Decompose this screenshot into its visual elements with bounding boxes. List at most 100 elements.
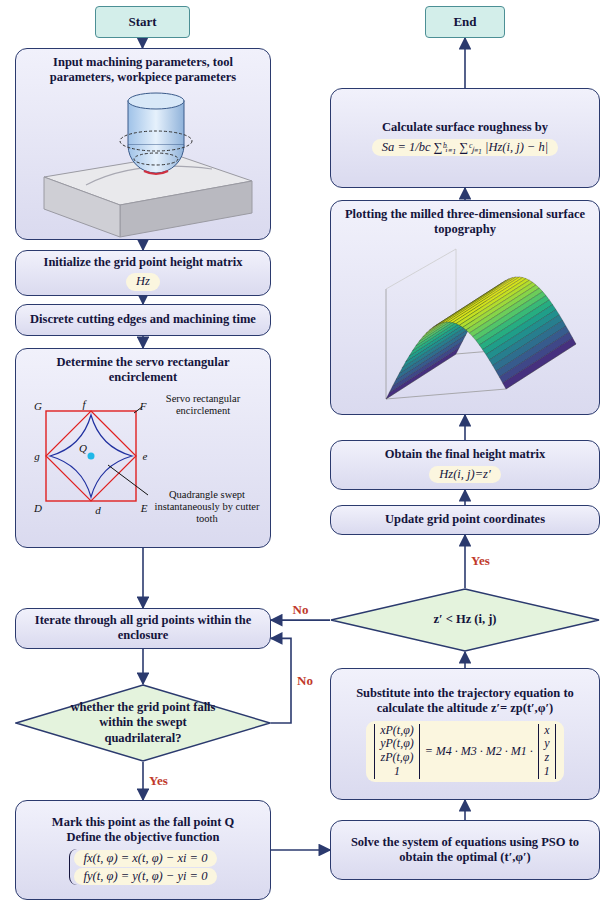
plot-axis [386, 249, 456, 289]
node-text: Calculate surface roughness by [382, 120, 548, 135]
plot-axis [386, 289, 387, 399]
point-q [88, 453, 95, 460]
surface-strip [503, 338, 576, 389]
surface-mesh [386, 277, 576, 399]
node-text: Update grid point coordinates [385, 512, 545, 527]
node-text: Substitute into the trajectory equation … [337, 686, 593, 717]
column-vector: xP(t,φ)yP(t,φ)zP(t,φ)1 [374, 724, 420, 779]
flow-arrow [142, 336, 144, 348]
point-letter: F [140, 400, 147, 413]
point-letter: Q [79, 442, 87, 455]
point-letter: d [95, 504, 101, 517]
process-box: Input machining parameters, tool paramet… [15, 48, 271, 240]
node-text: Mark this point as the fall point Q [52, 815, 234, 830]
node-text: Input machining parameters, tool paramet… [22, 55, 264, 86]
flow-arrow [464, 800, 466, 820]
vector-entry: yP(t,φ) [380, 737, 414, 751]
node-text: Discrete cutting edges and machining tim… [30, 312, 256, 327]
servo-rectangle [46, 411, 136, 501]
branch-label: No [291, 603, 311, 617]
matrix-equation: xP(t,φ)yP(t,φ)zP(t,φ)1= M4 · M3 · M2 · M… [366, 721, 564, 782]
flow-arrow [464, 535, 466, 588]
tool-path-dashed [120, 131, 192, 151]
formula: Sa = 1/bc ∑ᵇᵢ₌₁ ∑ᶜⱼ₌₁ |Hz(i, j) − h| [372, 139, 558, 156]
figure-callout: Quadrangle swept instantaneously by cutt… [151, 489, 263, 525]
swept-diamond [46, 411, 136, 501]
process-box: Initialize the grid point height matrixH… [15, 250, 271, 296]
matrix-product: = M4 · M3 · M2 · M1 · [420, 744, 538, 759]
node-text: Iterate through all grid points within t… [22, 613, 264, 644]
node-text: Plotting the milled three-dimensional su… [337, 207, 593, 238]
vector-entry: x [544, 724, 549, 738]
surface-strip [499, 332, 572, 383]
start-terminal: Start [95, 6, 190, 38]
process-box: Iterate through all grid points within t… [15, 608, 271, 649]
formula: Hz(i, j)=z′ [429, 466, 500, 483]
flow-arrow [271, 619, 330, 621]
milling-illustration [16, 89, 272, 239]
flow-arrow [464, 652, 466, 668]
process-box: Update grid point coordinates [330, 505, 600, 535]
process-box: Plotting the milled three-dimensional su… [330, 200, 600, 415]
end-terminal: End [425, 6, 505, 38]
flow-arrow [464, 188, 466, 200]
flow-arrow [142, 296, 144, 305]
ball-end [128, 145, 184, 173]
formula: Hz [126, 273, 160, 290]
flow-arrow [271, 638, 291, 723]
node-text: Determine the servo rectangular encircle… [22, 355, 264, 386]
column-vector: xyz1 [538, 724, 556, 779]
vector-entry: z [545, 751, 550, 765]
vector-entry: y [544, 737, 549, 751]
tool-path-dashed [134, 153, 178, 165]
figure-callout: Servo rectangular encirclement [144, 393, 262, 417]
vector-entry: 1 [544, 765, 550, 779]
swept-quadrangle [50, 415, 132, 497]
equation-system: fx(t, φ) = x(t, φ) − xi = 0fy(t, φ) = y(… [69, 849, 218, 886]
process-box: Substitute into the trajectory equation … [330, 668, 600, 800]
process-box: Mark this point as the fall point QDefin… [15, 800, 271, 900]
node-text: Obtain the final height matrix [385, 447, 545, 462]
point-letter: e [143, 450, 148, 463]
node-text: Start [128, 14, 156, 30]
point-letter: E [141, 502, 148, 515]
flow-arrow [142, 240, 144, 250]
process-box: Obtain the final height matrixHz(i, j)=z… [330, 440, 600, 490]
flow-arrow [142, 649, 144, 685]
decision-diamond: whether the grid point falls within the … [15, 684, 271, 762]
block-side [44, 177, 120, 237]
contact-zone [144, 171, 168, 174]
process-box: Calculate surface roughness by Sa = 1/bc … [330, 88, 600, 188]
flow-arrow [142, 548, 144, 608]
node-text: End [453, 14, 476, 30]
node-text: whether the grid point falls within the … [64, 700, 223, 746]
process-box: Solve the system of equations using PSO … [330, 820, 600, 880]
diamond-shape [16, 685, 270, 761]
vector-entry: zP(t,φ) [380, 751, 413, 765]
flow-arrow [142, 762, 144, 800]
flow-arrow [142, 38, 144, 48]
leader-line [108, 465, 148, 495]
branch-label: No [295, 674, 315, 688]
diamond-shape [331, 589, 599, 651]
flow-arrow [464, 38, 466, 88]
node-text: Initialize the grid point height matrix [44, 255, 243, 270]
branch-label: Yes [147, 774, 170, 788]
process-box: Discrete cutting edges and machining tim… [15, 304, 271, 336]
node-text: Solve the system of equations using PSO … [337, 835, 593, 866]
node-text: Define the objective function [66, 830, 219, 845]
tool-top [128, 93, 184, 109]
point-letter: G [34, 400, 42, 413]
point-letter: D [34, 502, 42, 515]
point-letter: g [34, 450, 40, 463]
formula: fy(t, φ) = y(t, φ) − yi = 0 [74, 868, 218, 885]
vector-entry: xP(t,φ) [380, 724, 414, 738]
decision-diamond: z′ < Hz (i, j) [330, 588, 600, 652]
flow-arrow [271, 849, 330, 851]
block-front [120, 181, 252, 237]
process-box: Determine the servo rectangular encircle… [15, 348, 271, 548]
vector-entry: 1 [394, 765, 400, 779]
flow-arrow [464, 415, 466, 440]
node-text: z′ < Hz (i, j) [433, 612, 496, 627]
